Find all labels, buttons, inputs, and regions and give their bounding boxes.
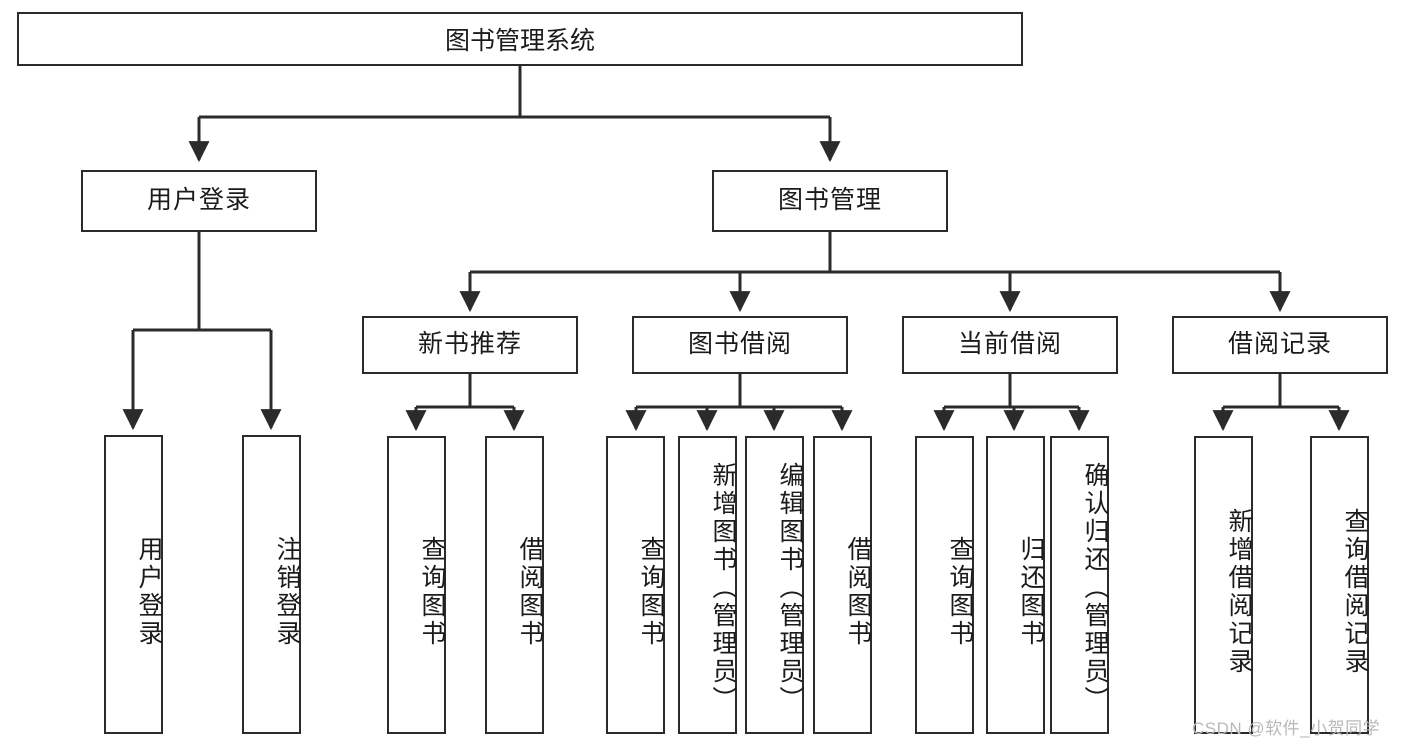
node-current-borrow[interactable]: 当前借阅: [902, 316, 1118, 374]
node-leaf-edit-book-admin[interactable]: 编辑图书（管理员）: [745, 436, 804, 734]
node-leaf-borrow-query-book-label: 查询图书: [637, 536, 665, 648]
node-leaf-borrow-book[interactable]: 借阅图书: [813, 436, 872, 734]
node-leaf-recommend-query-book[interactable]: 查询图书: [387, 436, 446, 734]
node-new-book-recommend[interactable]: 新书推荐: [362, 316, 578, 374]
node-leaf-return-book[interactable]: 归还图书: [986, 436, 1045, 734]
node-leaf-confirm-return-admin-label: 确认归还（管理员）: [1081, 462, 1109, 714]
node-user-login[interactable]: 用户登录: [81, 170, 317, 232]
node-leaf-user-login[interactable]: 用户登录: [104, 435, 163, 734]
node-leaf-borrow-query-book[interactable]: 查询图书: [606, 436, 665, 734]
node-leaf-logout[interactable]: 注销登录: [242, 435, 301, 734]
node-leaf-query-borrow-record[interactable]: 查询借阅记录: [1310, 436, 1369, 734]
node-borrow-record[interactable]: 借阅记录: [1172, 316, 1388, 374]
node-leaf-borrow-book-label: 借阅图书: [844, 536, 872, 648]
node-leaf-recommend-borrow-book-label: 借阅图书: [516, 536, 544, 648]
node-leaf-add-book-admin[interactable]: 新增图书（管理员）: [678, 436, 737, 734]
node-leaf-confirm-return-admin[interactable]: 确认归还（管理员）: [1050, 436, 1109, 734]
node-leaf-return-book-label: 归还图书: [1017, 536, 1045, 648]
csdn-watermark: CSDN @软件_小贺同学: [1192, 719, 1381, 738]
node-root-label: 图书管理系统: [444, 27, 595, 55]
node-leaf-query-borrow-record-label: 查询借阅记录: [1341, 508, 1369, 676]
node-leaf-user-login-label: 用户登录: [135, 535, 163, 648]
node-leaf-recommend-query-book-label: 查询图书: [418, 536, 446, 648]
node-leaf-add-book-admin-label: 新增图书（管理员）: [709, 462, 737, 714]
node-leaf-add-borrow-record[interactable]: 新增借阅记录: [1194, 436, 1253, 734]
node-book-management[interactable]: 图书管理: [712, 170, 948, 232]
node-leaf-current-query-book-label: 查询图书: [946, 536, 974, 648]
node-root-system[interactable]: 图书管理系统: [17, 12, 1023, 66]
node-user-login-label: 用户登录: [146, 186, 251, 215]
node-new-book-recommend-label: 新书推荐: [417, 330, 522, 359]
node-book-management-label: 图书管理: [777, 186, 882, 215]
node-leaf-add-borrow-record-label: 新增借阅记录: [1225, 508, 1253, 676]
node-borrow-record-label: 借阅记录: [1227, 330, 1332, 359]
node-book-borrow-label: 图书借阅: [687, 330, 792, 359]
node-leaf-recommend-borrow-book[interactable]: 借阅图书: [485, 436, 544, 734]
node-current-borrow-label: 当前借阅: [957, 330, 1062, 359]
node-leaf-current-query-book[interactable]: 查询图书: [915, 436, 974, 734]
node-leaf-logout-label: 注销登录: [273, 535, 301, 648]
node-leaf-edit-book-admin-label: 编辑图书（管理员）: [776, 462, 804, 714]
node-book-borrow[interactable]: 图书借阅: [632, 316, 848, 374]
